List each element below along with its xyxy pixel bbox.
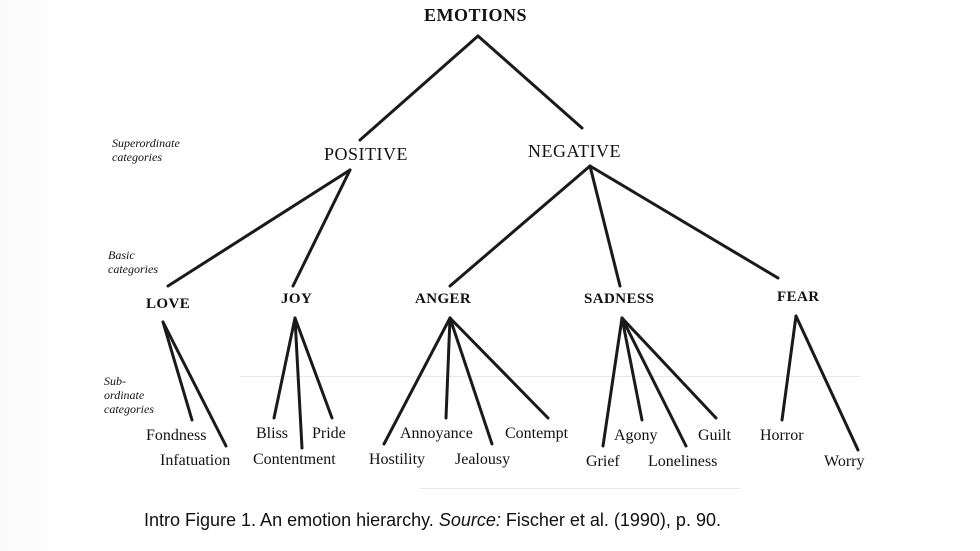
node-grief: Grief bbox=[586, 453, 620, 470]
bleed-through-line bbox=[420, 488, 740, 489]
edge-joy-bliss bbox=[272, 316, 297, 420]
edge-joy-pride bbox=[293, 316, 334, 420]
edge-positive-love bbox=[166, 168, 352, 288]
node-jealousy: Jealousy bbox=[455, 451, 511, 468]
edge-sadness-guilt bbox=[620, 316, 718, 420]
caption-lead: Intro Figure 1. An emotion hierarchy. bbox=[144, 510, 439, 530]
edge-negative-anger bbox=[448, 164, 592, 288]
edge-emotions-negative bbox=[476, 34, 584, 130]
level-label-basic: Basic categories bbox=[108, 248, 158, 276]
caption-citation: Fischer et al. (1990), p. 90. bbox=[500, 510, 721, 530]
node-joy: JOY bbox=[281, 291, 313, 307]
level-label-subordinate: Sub- ordinate categories bbox=[104, 374, 154, 416]
node-infatuation: Infatuation bbox=[160, 452, 231, 469]
bleed-through-line bbox=[240, 376, 860, 377]
node-positive: POSITIVE bbox=[324, 144, 408, 164]
edge-love-fondness bbox=[161, 320, 194, 422]
node-horror: Horror bbox=[760, 427, 804, 444]
edge-love-infatuation bbox=[161, 320, 228, 448]
node-love: LOVE bbox=[146, 296, 191, 312]
caption-source-label: Source: bbox=[438, 510, 501, 530]
edge-positive-joy bbox=[291, 168, 352, 288]
edge-negative-fear bbox=[588, 164, 780, 280]
edge-anger-contempt bbox=[448, 316, 550, 420]
edge-anger-annoyance bbox=[444, 316, 452, 420]
edge-sadness-grief bbox=[601, 316, 624, 448]
node-bliss: Bliss bbox=[256, 425, 289, 442]
node-agony: Agony bbox=[614, 427, 658, 444]
edge-emotions-positive bbox=[358, 34, 480, 142]
edge-anger-hostility bbox=[382, 316, 452, 446]
node-worry: Worry bbox=[824, 453, 865, 470]
node-anger: ANGER bbox=[415, 291, 472, 307]
edge-joy-contentment bbox=[293, 316, 304, 450]
figure-caption: Intro Figure 1. An emotion hierarchy. So… bbox=[144, 510, 721, 531]
node-loneliness: Loneliness bbox=[648, 453, 718, 470]
node-sadness: SADNESS bbox=[584, 291, 655, 307]
scan-edge-shading bbox=[0, 0, 72, 551]
node-negative: NEGATIVE bbox=[528, 141, 621, 161]
edge-negative-sadness bbox=[588, 164, 622, 288]
edge-sadness-agony bbox=[620, 316, 644, 422]
node-emotions: EMOTIONS bbox=[424, 5, 528, 25]
node-fondness: Fondness bbox=[146, 427, 207, 444]
node-hostility: Hostility bbox=[369, 451, 426, 468]
node-contempt: Contempt bbox=[505, 425, 569, 442]
node-fear: FEAR bbox=[777, 289, 820, 305]
node-guilt: Guilt bbox=[698, 427, 731, 444]
node-pride: Pride bbox=[312, 425, 346, 442]
edge-fear-worry bbox=[794, 314, 860, 452]
edge-fear-horror bbox=[780, 314, 798, 422]
node-annoyance: Annoyance bbox=[400, 425, 473, 442]
edge-anger-jealousy bbox=[448, 316, 494, 446]
level-label-superordinate: Superordinate categories bbox=[112, 136, 180, 164]
node-contentment: Contentment bbox=[253, 451, 336, 468]
edge-sadness-loneliness bbox=[620, 316, 688, 448]
